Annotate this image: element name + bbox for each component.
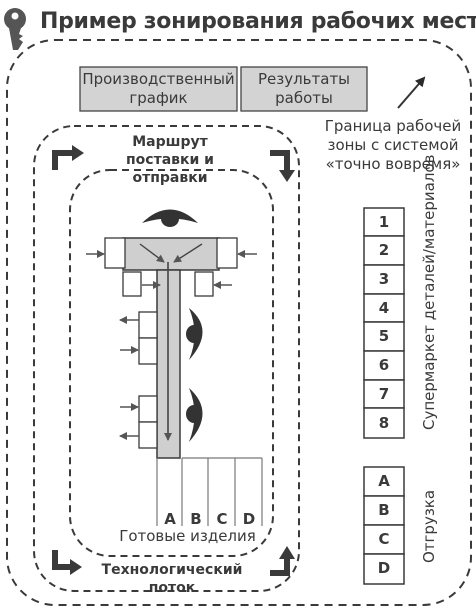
work-results-label: Результаты работы	[257, 70, 351, 107]
station-box	[194, 271, 214, 297]
work-results-box-bg	[240, 66, 368, 112]
supermarket-cell: 1	[378, 213, 390, 231]
supermarket-cell: 6	[378, 356, 390, 374]
shipping-label: Отгрузка	[420, 489, 438, 563]
workstation-top-bar	[122, 237, 220, 271]
finished-slot-label: C	[216, 510, 228, 528]
finished-goods-label: Готовые изделия	[119, 527, 256, 545]
process-flow-label: Технологический поток	[101, 562, 243, 596]
shipping-cell: D	[377, 559, 391, 577]
station-box	[122, 271, 142, 297]
arrow-corner-icon	[270, 150, 295, 182]
production-schedule-label: Производственный график	[82, 70, 235, 107]
shipping-grid	[363, 466, 405, 585]
process-flow-loop	[69, 169, 274, 557]
arrow-corner-icon	[270, 546, 295, 576]
finished-slot-label: A	[164, 510, 176, 528]
shipping-cell: A	[378, 472, 390, 490]
finished-slot-label: B	[190, 510, 202, 528]
supermarket-cell: 5	[378, 327, 390, 345]
arrow-corner-icon	[52, 550, 82, 575]
worker-icon	[186, 308, 203, 360]
jit-zone-boundary	[6, 39, 472, 606]
arrow-icon	[173, 243, 203, 263]
finished-slot-label: D	[242, 510, 256, 528]
finished-goods-slots	[156, 457, 263, 526]
station-box	[138, 311, 158, 339]
boundary-label: Граница рабочей зоны с системой «точно в…	[324, 117, 462, 173]
station-box	[216, 237, 238, 269]
arrow-corner-icon	[52, 145, 84, 170]
worker-icon	[186, 388, 203, 442]
supermarket-cell: 2	[378, 241, 390, 259]
boundary-pointer-arrow	[397, 76, 426, 109]
delivery-route-label: Маршрут поставки и отправки	[125, 134, 214, 186]
key-icon	[4, 8, 26, 50]
station-box	[104, 237, 126, 269]
supermarket-label: Супермаркет деталей/материалов	[420, 154, 438, 430]
station-box	[138, 337, 158, 365]
supermarket-cell: 3	[378, 270, 390, 288]
worker-icon	[142, 209, 198, 227]
supermarket-cell: 7	[378, 385, 390, 403]
supermarket-cell: 4	[378, 299, 390, 317]
page-title: Пример зонирования рабочих мест	[40, 9, 476, 34]
supermarket-cell: 8	[378, 414, 390, 432]
arrow-icon	[139, 243, 165, 263]
shipping-cell: B	[378, 501, 390, 519]
station-box	[138, 395, 158, 423]
station-box	[138, 421, 158, 449]
production-schedule-box-bg	[79, 66, 238, 112]
supermarket-grid	[363, 207, 405, 439]
shipping-cell: C	[378, 530, 390, 548]
